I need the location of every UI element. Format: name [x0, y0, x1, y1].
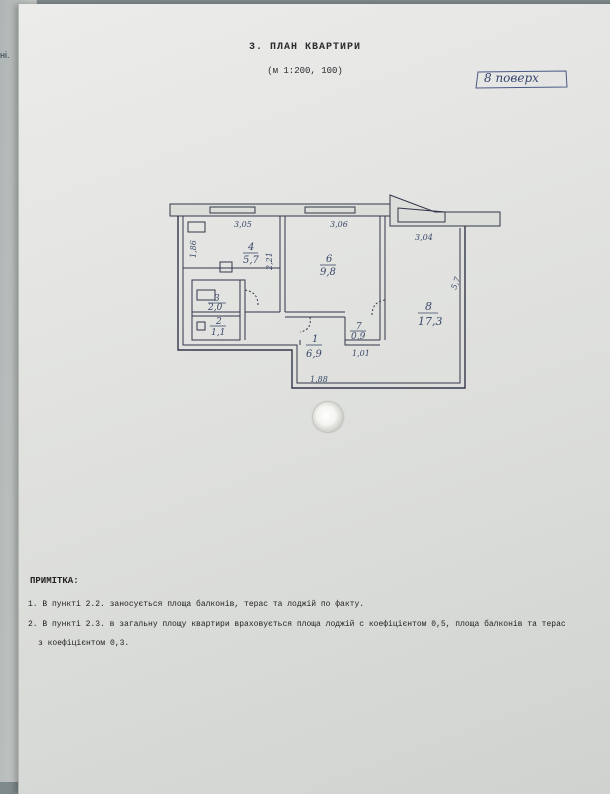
dimension-label: 3,06 [330, 220, 348, 229]
room-area: 5,7 [243, 255, 260, 266]
room-number: 2 [215, 317, 222, 327]
room-number: 4 [247, 242, 254, 253]
dimension-label: 1,88 [310, 375, 328, 384]
plan-walls [169, 194, 501, 389]
floor-note-text: 8 поверх [484, 71, 539, 85]
dimension-label: 3,05 [234, 220, 252, 229]
dimension-label: 5,7 [449, 275, 462, 291]
note-item-2-continuation: з коефіцієнтом 0,3. [38, 639, 130, 648]
room-labels: 4 5,7 6 9,8 8 17,3 3 2,0 2 1,1 1 6,9 7 0… [207, 242, 443, 360]
dimension-label: 1,01 [352, 349, 370, 358]
room-number: 1 [312, 334, 318, 345]
room-area: 17,3 [418, 315, 443, 328]
dimension-label: 1,86 [189, 240, 198, 258]
room-area: 0,9 [351, 332, 366, 342]
room-number: 8 [425, 300, 432, 313]
notes-heading: ПРИМІТКА: [30, 576, 79, 586]
room-area: 9,8 [320, 267, 336, 278]
scale-label: (м 1:200, 100) [267, 66, 343, 76]
room-area: 1,1 [211, 328, 225, 338]
room-area: 6,9 [306, 349, 323, 360]
room-number: 6 [326, 254, 333, 265]
document-page [18, 4, 610, 794]
floor-note-box [475, 70, 568, 89]
plan-dimensions: 3,05 3,06 3,04 1,88 1,01 2,21 1,86 5,7 [189, 220, 463, 384]
document-title: 3. ПЛАН КВАРТИРИ [248, 42, 361, 53]
floor-note: 8 поверх [470, 70, 570, 90]
room-area: 2,0 [207, 303, 223, 313]
dimension-label: 3,04 [415, 233, 433, 242]
note-item-1: 1. В пункті 2.2. заносується площа балко… [28, 600, 365, 609]
punch-hole [313, 402, 343, 432]
room-number: 7 [356, 322, 362, 332]
room-number: 3 [214, 294, 220, 304]
adjacent-page-text: ні. [0, 50, 10, 60]
dimension-label: 2,21 [265, 252, 274, 271]
note-item-2: 2. В пункті 2.3. в загальну площу кварти… [28, 620, 566, 629]
